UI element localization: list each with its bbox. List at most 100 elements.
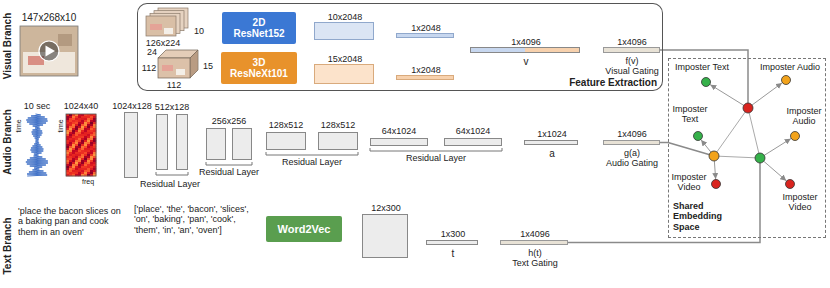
spectrogram-cell <box>78 134 81 136</box>
spectrogram-cell <box>75 166 78 168</box>
spectrogram-cell <box>90 138 93 140</box>
spectrogram-cell <box>90 120 93 122</box>
spectrogram-cell <box>69 152 72 154</box>
spectrogram-cell <box>90 144 93 146</box>
spectrogram-cell <box>75 132 78 134</box>
spectrogram-cell <box>69 130 72 132</box>
spectrogram-cell <box>72 126 75 128</box>
spectrogram-cell <box>84 152 87 154</box>
spectrogram-cell <box>69 162 72 164</box>
spectrogram-cell <box>84 170 87 172</box>
pair-line <box>714 108 748 156</box>
spectrogram-cell <box>78 142 81 144</box>
spectrogram-cell <box>87 128 90 130</box>
spectrogram-cell <box>69 168 72 170</box>
spectrogram-cell <box>78 170 81 172</box>
spectrogram-outline <box>66 114 96 176</box>
spectrogram-cell <box>75 130 78 132</box>
spectrogram-cell <box>66 124 69 126</box>
spectrogram-cell <box>72 158 75 160</box>
dimension-label: 112 <box>167 80 181 90</box>
spectrogram-cell <box>84 126 87 128</box>
spectrogram-cell <box>87 126 90 128</box>
imposter-line <box>706 82 748 108</box>
residual-layer: 256x256 <box>206 128 252 160</box>
spectrogram-cell <box>75 124 78 126</box>
spectrogram-cell <box>66 128 69 130</box>
spectrogram-cell <box>72 150 75 152</box>
spectrogram-cell <box>90 166 93 168</box>
spectrogram-cell <box>66 170 69 172</box>
dimension-label: 1x4096 <box>617 129 647 139</box>
spectrogram-cell <box>90 164 93 166</box>
spectrogram-cell <box>72 132 75 134</box>
spectrogram-cell <box>66 140 69 142</box>
embedding-link <box>759 158 761 238</box>
spectrogram-cell <box>69 136 72 138</box>
spectrogram-cell <box>69 144 72 146</box>
video-frame <box>146 16 176 36</box>
feature-vector: 1x2048 <box>396 75 454 80</box>
spectrogram-cell <box>81 172 84 174</box>
layer-block <box>206 128 226 160</box>
spectrogram-cell <box>81 162 84 164</box>
spectrogram-cell <box>84 130 87 132</box>
spectrogram-cell <box>87 172 90 174</box>
spectrogram-cell <box>81 146 84 148</box>
spectrogram-cell <box>81 120 84 122</box>
spectrogram-cell <box>78 144 81 146</box>
spectrogram-cell <box>90 172 93 174</box>
spectrogram-cell <box>78 162 81 164</box>
spectrogram-cell <box>66 138 69 140</box>
spectrogram: 1024x40timefreq <box>66 114 96 176</box>
spectrogram-cell <box>84 118 87 120</box>
spectrogram-cell <box>72 170 75 172</box>
dimension-label: 128x512 <box>269 120 304 130</box>
spectrogram-cell <box>84 156 87 158</box>
spectrogram-cell <box>66 148 69 150</box>
spectrogram-cell <box>72 116 75 118</box>
spectrogram-cell <box>75 128 78 130</box>
spectrogram-cell <box>72 142 75 144</box>
dimension-label: 1x4096 <box>511 37 541 47</box>
spectrogram-cell <box>90 150 93 152</box>
spectrogram-cell <box>78 136 81 138</box>
spectrogram-cell <box>90 142 93 144</box>
spectrogram-cell <box>78 140 81 142</box>
spectrogram-cell <box>75 142 78 144</box>
layer-label: Residual Layer <box>199 167 259 177</box>
spectrogram-cell <box>87 130 90 132</box>
layer-bracket <box>266 152 358 155</box>
layer-block <box>370 138 428 146</box>
pair-line <box>714 156 760 158</box>
network-name: 2D ResNet152 <box>228 17 290 40</box>
spectrogram-cell <box>78 130 81 132</box>
vector-name: t <box>452 248 455 260</box>
spectrogram-cell <box>69 126 72 128</box>
spectrogram-cell <box>81 126 84 128</box>
spectrogram-cell <box>75 172 78 174</box>
layer-bracket <box>156 172 188 175</box>
spectrogram-cell <box>84 132 87 134</box>
spectrogram-cell <box>72 136 75 138</box>
spectrogram-cell <box>81 148 84 150</box>
spectrogram-cell <box>72 134 75 136</box>
layer-bracket <box>206 162 252 165</box>
spectrogram-cell <box>90 146 93 148</box>
spectrogram-cell <box>84 134 87 136</box>
spectrogram-cell <box>72 146 75 148</box>
spectrogram-cell <box>66 122 69 124</box>
spectrogram-cell <box>81 168 84 170</box>
layer-block <box>232 128 252 160</box>
layer-block <box>176 114 188 170</box>
spectrogram-cell <box>66 164 69 166</box>
spectrogram-cell <box>72 152 75 154</box>
spectrogram-cell <box>66 166 69 168</box>
spectrogram-cell <box>90 168 93 170</box>
spectrogram-cell <box>75 164 78 166</box>
branch-label: Audio Branch <box>2 109 14 175</box>
gated-vector: 1x4096h(t)Text Gating <box>500 240 568 245</box>
spectrogram-drawing <box>66 114 96 176</box>
spectrogram-cell <box>66 144 69 146</box>
spectrogram-cell <box>72 122 75 124</box>
